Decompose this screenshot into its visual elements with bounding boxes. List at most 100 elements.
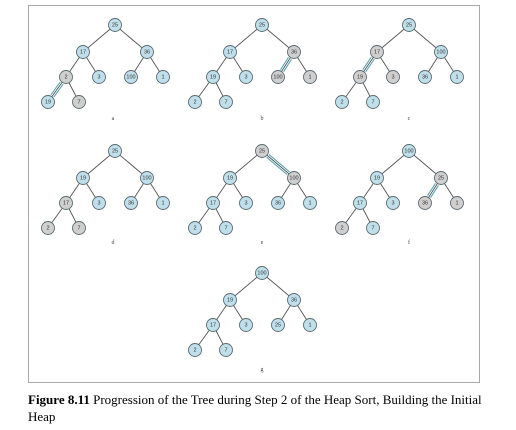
node-value: 2 [193,225,196,231]
tree-panel-e: 25 19 100 17 3 36 1 2 7 e [188,144,317,246]
figure-caption: Figure 8.11 Progression of the Tree duri… [28,391,488,425]
tree-node: 7 [219,95,233,109]
tree-edge [408,150,442,179]
tree-node: 1 [156,196,170,210]
node-value: 7 [224,225,227,231]
node-value: 17 [80,49,86,55]
tree-edge [114,150,148,179]
node-value: 7 [371,225,374,231]
node-value: 3 [391,74,394,80]
node-value: 100 [436,49,445,55]
node-value: 7 [371,99,374,105]
tree-node: 100 [255,266,269,280]
tree-node: 2 [335,95,349,109]
node-value: 2 [340,99,343,105]
tree-node: 100 [140,171,154,185]
node-value: 2 [193,347,196,353]
tree-node: 100 [271,70,285,84]
tree-node: 17 [370,45,384,59]
node-value: 2 [193,99,196,105]
node-value: 17 [357,200,363,206]
tree-node: 19 [206,70,220,84]
tree-node: 25 [108,144,122,158]
tree-node: 25 [402,18,416,32]
tree-node: 1 [303,70,317,84]
tree-edge [261,24,295,53]
node-value: 1 [308,200,311,206]
figure-caption-text: Progression of the Tree during Step 2 of… [28,392,482,424]
tree-node: 2 [188,343,202,357]
node-value: 3 [244,322,247,328]
tree-node: 36 [418,196,432,210]
node-value: 25 [259,22,265,28]
tree-edge [376,24,410,53]
tree-node: 7 [366,221,380,235]
node-value: 1 [161,74,164,80]
tree-node: 100 [287,171,301,185]
tree-node: 3 [239,318,253,332]
tree-node: 36 [287,293,301,307]
tree-edge [229,150,263,179]
tree-node: 7 [366,95,380,109]
node-value: 17 [63,200,69,206]
swap-arrow [427,183,439,198]
node-value: 100 [126,74,135,80]
node-value: 3 [244,200,247,206]
node-value: 1 [455,74,458,80]
node-value: 25 [259,148,265,154]
node-value: 19 [80,175,86,181]
panel-label: f [408,239,410,246]
node-value: 100 [142,175,151,181]
tree-edge [114,24,148,53]
tree-node: 7 [72,95,86,109]
tree-edge [261,272,295,301]
tree-node: 100 [434,45,448,59]
swap-arrow [266,154,290,175]
panel-label: e [261,240,264,246]
tree-node: 2 [188,221,202,235]
tree-node: 2 [335,221,349,235]
tree-node: 17 [76,45,90,59]
tree-node: 1 [450,196,464,210]
node-value: 36 [275,200,281,206]
tree-node: 17 [206,196,220,210]
node-value: 19 [374,175,380,181]
node-value: 3 [391,200,394,206]
node-value: 19 [227,175,233,181]
node-value: 19 [357,74,363,80]
tree-node: 25 [108,18,122,32]
tree-edge [82,24,116,53]
node-value: 36 [291,49,297,55]
tree-node: 36 [287,45,301,59]
tree-node: 19 [223,293,237,307]
node-value: 100 [289,175,298,181]
panel-label: a [112,116,115,122]
node-value: 1 [308,74,311,80]
tree-node: 17 [206,318,220,332]
tree-node: 25 [434,171,448,185]
node-value: 2 [340,225,343,231]
swap-arrow [50,81,64,98]
node-value: 25 [275,322,281,328]
node-value: 100 [404,148,413,154]
tree-node: 19 [76,171,90,185]
tree-node: 25 [271,318,285,332]
node-value: 36 [291,297,297,303]
node-value: 7 [224,347,227,353]
node-value: 25 [112,148,118,154]
swap-arrow [280,57,292,72]
tree-node: 25 [255,18,269,32]
node-value: 3 [97,200,100,206]
figure-frame [28,5,480,383]
tree-node: 1 [450,70,464,84]
node-value: 36 [422,74,428,80]
tree-node: 3 [239,70,253,84]
tree-node: 19 [41,95,55,109]
tree-edge [408,24,442,53]
panel-label: d [112,240,115,246]
node-value: 25 [406,22,412,28]
tree-node: 1 [303,318,317,332]
tree-node: 2 [188,95,202,109]
